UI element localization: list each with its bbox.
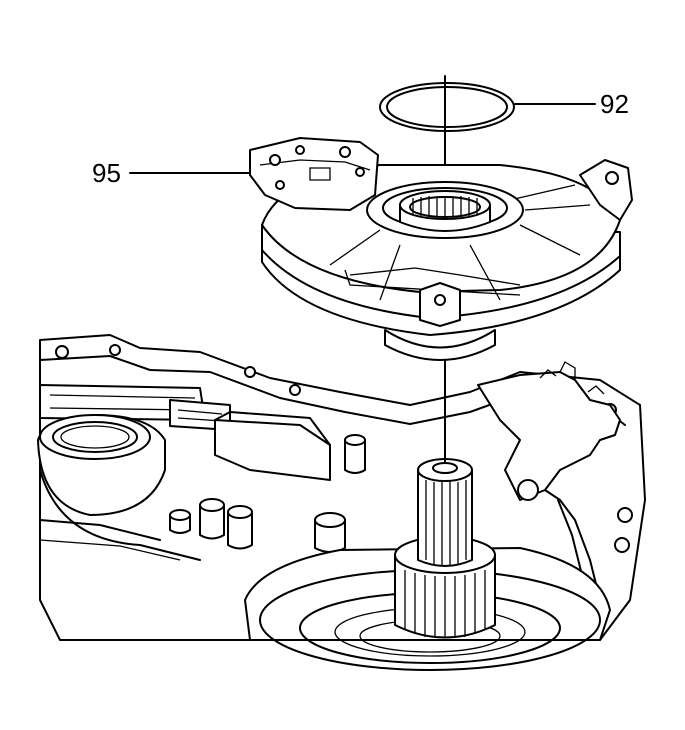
seal-ring [379, 82, 515, 132]
pump-cover [249, 137, 633, 361]
left-bore-housing [37, 414, 201, 561]
callout-label-95: 95 [92, 158, 121, 188]
input-shaft-assembly [394, 458, 496, 639]
callout-label-92: 92 [600, 89, 629, 119]
bushing-group [169, 434, 366, 553]
manual-shaft-detent-lever [477, 361, 621, 601]
